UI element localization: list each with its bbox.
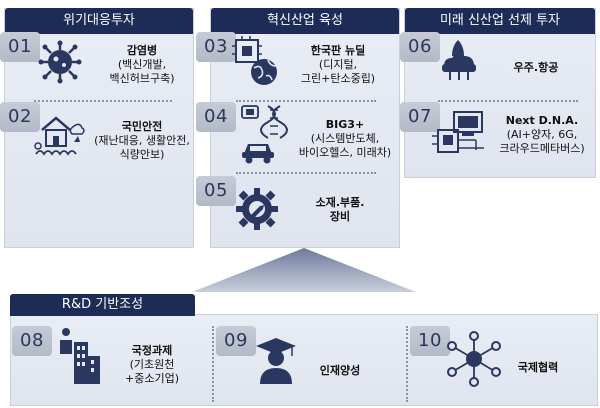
dotted-separator <box>212 326 214 402</box>
item-number: 04 <box>196 102 236 132</box>
item-number: 05 <box>196 176 236 206</box>
item-line: 그린+탄소중립) <box>300 72 376 85</box>
item-title: BIG3+ <box>325 118 365 131</box>
item-line: (시스템반도체, <box>310 132 380 145</box>
item-line: (AI+양자, 6G, <box>506 128 578 141</box>
dotted-separator <box>406 326 408 402</box>
item-line: 백신허브구축) <box>109 72 175 85</box>
item-line: (백신개발, <box>117 58 167 71</box>
item-number: 06 <box>400 32 440 62</box>
item-line: +중소기업) <box>125 372 179 385</box>
item-text: 우주.항공 <box>496 61 576 75</box>
up-arrow <box>190 246 418 298</box>
item-number: 10 <box>410 326 450 356</box>
item-title: 국정과제 <box>131 344 173 357</box>
item-number: 03 <box>196 32 236 62</box>
item-title: Next D.N.A. <box>505 114 579 127</box>
item-text: 소재.부품. 장비 <box>290 196 390 224</box>
item-line: 바이오헬스, 미래차) <box>298 146 392 159</box>
item-line: 장비 <box>329 210 351 223</box>
item-text: 한국판 뉴딜 (디지털, 그린+탄소중립) <box>286 44 390 86</box>
network-icon <box>444 330 504 392</box>
item-title: 우주.항공 <box>513 61 559 74</box>
dotted-separator <box>438 100 578 102</box>
item-title: 국제협력 <box>517 361 559 374</box>
virus-icon <box>38 40 82 88</box>
item-line: (기초원천 <box>129 358 175 371</box>
item-text: 국정과제 (기초원천 +중소기업) <box>104 344 200 386</box>
item-line: (디지털, <box>318 58 358 71</box>
item-title: 국민안전 <box>121 120 163 133</box>
item-title: 인재양성 <box>319 364 361 377</box>
rd-panel-title: R&D 기반조성 <box>10 294 195 316</box>
item-line: 식량안보) <box>119 148 165 161</box>
crisis-panel-title: 위기대응투자 <box>5 8 193 34</box>
dotted-separator <box>236 172 376 174</box>
future-panel-title: 미래 신산업 선제 투자 <box>405 8 595 34</box>
item-text: BIG3+ (시스템반도체, 바이오헬스, 미래차) <box>290 118 400 160</box>
rocket-cloud-icon <box>438 38 484 86</box>
item-text: 국제협력 <box>508 361 568 375</box>
item-title: 소재.부품. <box>315 196 365 209</box>
dotted-separator <box>236 100 376 102</box>
item-line: (재난대응, 생활안전, <box>94 134 190 147</box>
chip-globe-icon <box>232 36 280 92</box>
graduate-icon <box>254 336 298 388</box>
computer-circuit-icon <box>432 108 490 162</box>
item-text: Next D.N.A. (AI+양자, 6G, 크라우드메타버스) <box>488 114 596 156</box>
item-text: 인재양성 <box>300 364 380 378</box>
item-number: 08 <box>12 326 52 356</box>
innovation-panel-title: 혁신산업 육성 <box>211 8 399 34</box>
item-title: 한국판 뉴딜 <box>310 44 366 57</box>
dotted-separator <box>34 100 172 102</box>
rd-panel <box>10 314 598 406</box>
item-text: 국민안전 (재난대응, 생활안전, 식량안보) <box>88 120 196 162</box>
item-number: 07 <box>400 102 440 132</box>
dna-car-icon <box>238 104 296 168</box>
item-text: 감염병 (백신개발, 백신허브구축) <box>90 44 194 86</box>
item-number: 01 <box>0 32 40 62</box>
buildings-person-icon <box>56 326 104 390</box>
item-title: 감염병 <box>126 44 158 57</box>
item-number: 02 <box>0 102 40 132</box>
item-line: 크라우드메타버스) <box>499 142 585 155</box>
item-number: 09 <box>216 326 256 356</box>
house-disaster-icon <box>30 108 86 168</box>
gear-wrench-icon <box>234 186 280 236</box>
